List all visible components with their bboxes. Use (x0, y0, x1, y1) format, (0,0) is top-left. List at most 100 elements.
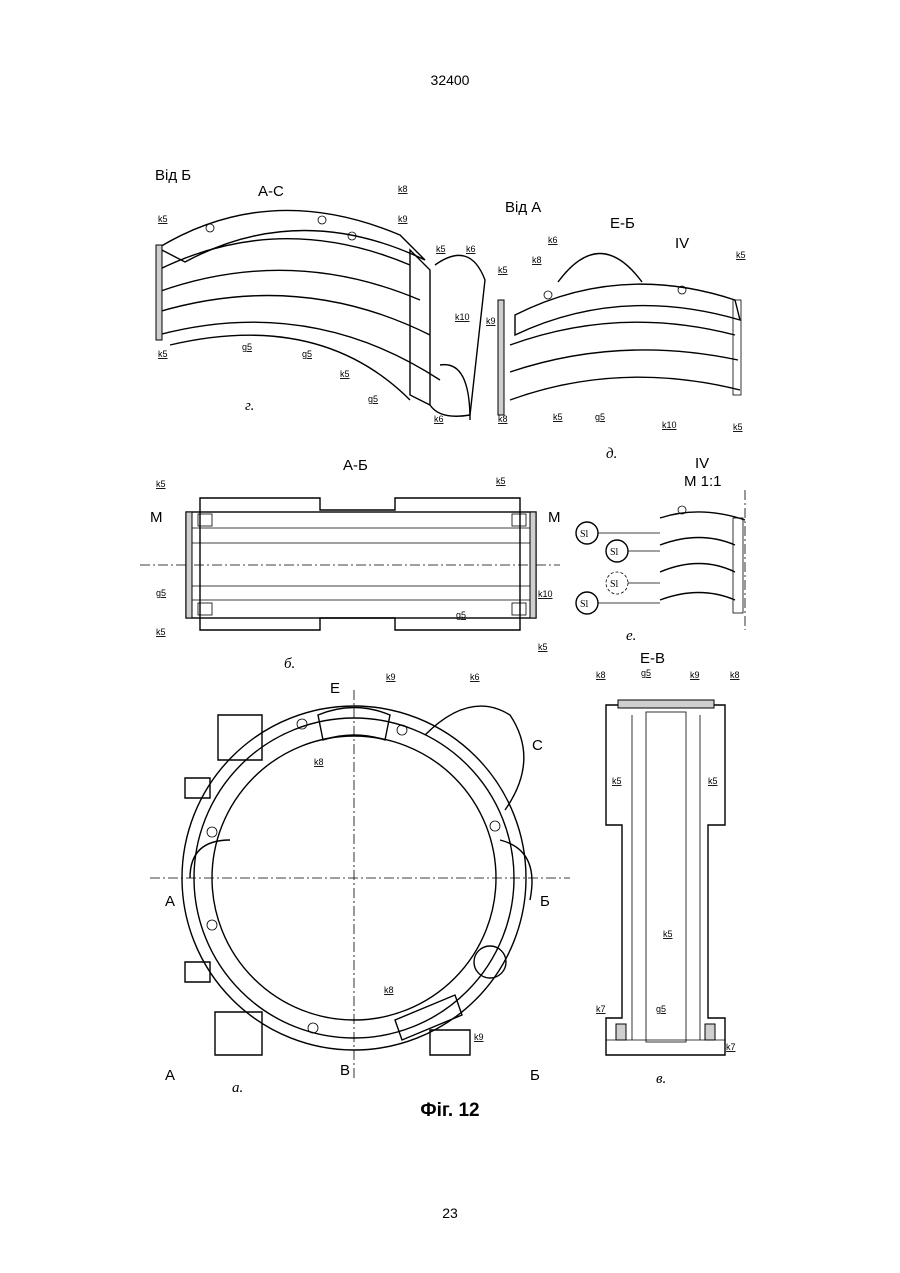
view-d-detail: IV (675, 235, 689, 252)
label-k6-b: k6 (434, 414, 444, 424)
view-b-section: А-Б (343, 457, 368, 474)
view-b: А-Б М М k5 k5 g5 g5 k10 k5 k5 б. (140, 457, 561, 672)
label-k5-b: k5 (736, 250, 746, 260)
view-g-heading: Від Б (155, 167, 191, 184)
view-d-heading: Від А (505, 199, 541, 216)
bolt-a4 (490, 821, 500, 831)
view-g-section: А-С (258, 183, 284, 200)
detail-arc-2 (660, 538, 735, 546)
mark-v: В (340, 1062, 350, 1079)
label-k8-bottom: k8 (384, 985, 394, 995)
corner-box-4 (512, 603, 526, 615)
view-g-letter: г. (245, 398, 254, 414)
label-k5-b: k5 (496, 476, 506, 486)
ring-left-wall (498, 300, 504, 415)
label-g5-c: g5 (368, 394, 378, 404)
label-k8: k8 (398, 184, 408, 194)
label-k7-left: k7 (596, 1004, 606, 1014)
section-outline (200, 498, 520, 630)
label-k6: k6 (548, 235, 558, 245)
mark-c: С (532, 737, 543, 754)
bolt-a6 (308, 1023, 318, 1033)
label-k7-right: k7 (726, 1042, 736, 1052)
housing-tab-5 (430, 1030, 470, 1055)
ring-layer-1 (510, 322, 735, 345)
right-boss (500, 840, 532, 900)
bolt-hole-2 (318, 216, 326, 224)
detail-wall (733, 518, 743, 613)
label-k5-a: k5 (498, 265, 508, 275)
label-k9-bottom: k9 (474, 1032, 484, 1042)
view-e: IV М 1:1 Sl Sl Sl Sl е. (576, 455, 745, 644)
detail-arc-4 (660, 593, 735, 601)
detail-top-arc (660, 512, 745, 520)
view-g: Від Б А-С k5 k5 k8 k9 k5 k6 k10 k5 g5 g5… (155, 167, 485, 424)
label-k10: k10 (455, 312, 470, 322)
cut-mark-left: М (150, 509, 163, 526)
housing-tab-2 (185, 778, 210, 798)
label-k5-a: k5 (156, 479, 166, 489)
bolt-a2 (397, 725, 407, 735)
view-e-detail: IV (695, 455, 709, 472)
k6-dome (558, 254, 642, 283)
view-b-letter: б. (284, 656, 295, 672)
si-label-3: Sl (610, 579, 619, 590)
label-k5-c: k5 (436, 244, 446, 254)
label-k9: k9 (486, 316, 496, 326)
view-v-letter: в. (656, 1071, 666, 1087)
view-e-letter: е. (626, 628, 636, 644)
label-k8-a: k8 (596, 670, 606, 680)
label-k9: k9 (398, 214, 408, 224)
label-k8-b: k8 (730, 670, 740, 680)
mark-b-right: Б (540, 893, 550, 910)
mark-b-bottom: Б (530, 1067, 540, 1084)
bolt-a1 (297, 719, 307, 729)
k7-right (705, 1024, 715, 1040)
view-d: Від А Е-Б IV k6 k8 k5 k9 k5 k8 k5 g5 k10… (486, 199, 746, 462)
ring-top-plate (515, 284, 740, 335)
ring-arc-3 (158, 296, 430, 335)
label-k5-d: k5 (538, 642, 548, 652)
view-d-section: Е-Б (610, 215, 635, 232)
mark-e: Е (330, 680, 340, 697)
view-a-letter: а. (232, 1080, 243, 1096)
label-k10: k10 (538, 589, 553, 599)
label-k5-a: k5 (612, 776, 622, 786)
label-k5-d: k5 (340, 369, 350, 379)
si-label-4: Sl (580, 599, 589, 610)
mark-a-left: А (165, 893, 175, 910)
label-g5: g5 (595, 412, 605, 422)
view-a: Е С А Б В А Б k9 k6 k8 k8 k9 а. (150, 672, 570, 1096)
label-k5-b: k5 (158, 349, 168, 359)
k6-lower-panel (440, 365, 470, 420)
ring-arc-4 (158, 322, 440, 380)
label-g5-a: g5 (156, 588, 166, 598)
bolt-a5 (207, 920, 217, 930)
label-g5-bottom: g5 (656, 1004, 666, 1014)
mark-a-bottom: А (165, 1067, 175, 1084)
ring-right-wall (733, 300, 741, 395)
label-k8-top: k8 (314, 757, 324, 767)
cut-mark-right: М (548, 509, 561, 526)
label-k5-b: k5 (708, 776, 718, 786)
figure-caption: Фіг. 12 (0, 1100, 900, 1122)
label-k8-a: k8 (532, 255, 542, 265)
top-plate (618, 700, 714, 708)
k6-panel (430, 255, 485, 416)
view-v-section: Е-В (640, 650, 665, 667)
ring-layer-2 (510, 350, 738, 372)
k6-lobe (425, 706, 524, 810)
label-k5-d: k5 (733, 422, 743, 432)
bolt-a3 (207, 827, 217, 837)
label-k5-c: k5 (663, 929, 673, 939)
label-g5-a: g5 (242, 342, 252, 352)
view-e-scale: М 1:1 (684, 473, 722, 490)
left-boss (190, 840, 230, 878)
label-g5-b: g5 (456, 610, 466, 620)
si-label-1: Sl (580, 529, 589, 540)
si-label-2: Sl (610, 547, 619, 558)
bolt-hole-1 (206, 224, 214, 232)
label-k9: k9 (690, 670, 700, 680)
label-k6: k6 (470, 672, 480, 682)
